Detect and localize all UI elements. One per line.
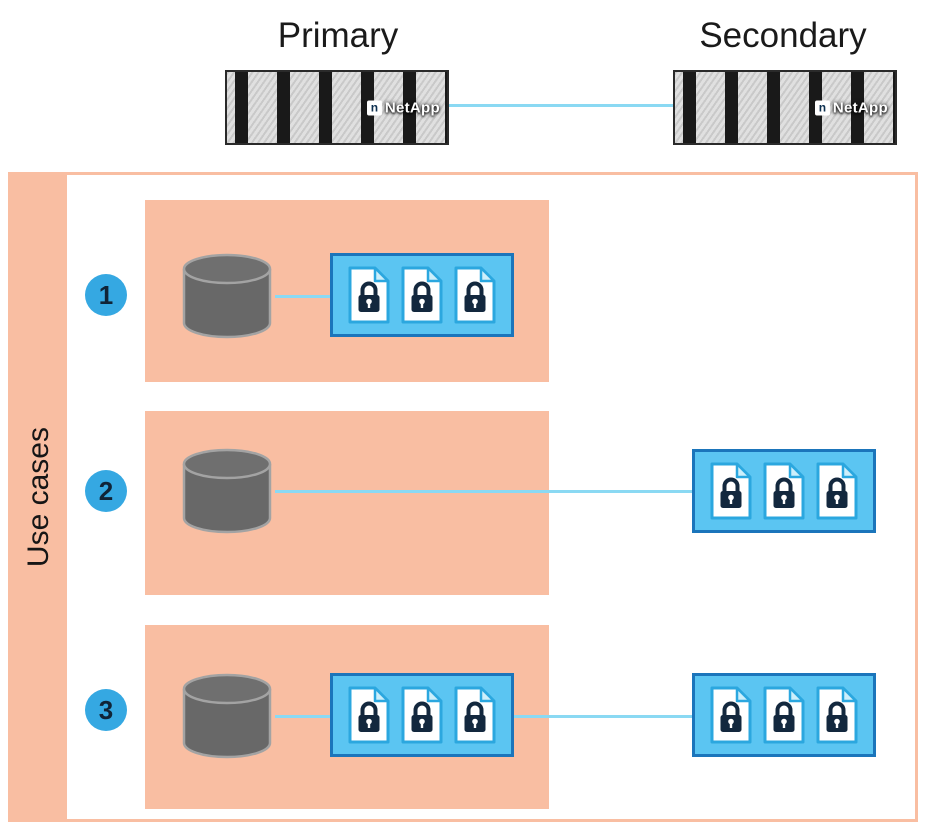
padlock-icon <box>826 477 848 508</box>
locked-file-icon <box>816 462 858 520</box>
locked-file-icon <box>816 686 858 744</box>
locked-files-group-case3-secondary <box>692 673 876 757</box>
locked-file-icon <box>763 462 805 520</box>
netapp-logo: n NetApp <box>814 99 888 116</box>
locked-file-icon <box>454 266 496 324</box>
use-case-2-volume-cylinder-icon <box>179 447 275 535</box>
use-case-3-number: 3 <box>98 694 114 725</box>
locked-file-icon <box>710 686 752 744</box>
locked-file-icon <box>454 686 496 744</box>
padlock-icon <box>358 281 380 312</box>
primary-storage-shelf: n NetApp <box>225 70 449 145</box>
padlock-icon <box>773 477 795 508</box>
use-case-3-number-badge: 3 <box>85 689 127 731</box>
padlock-icon <box>464 701 486 732</box>
padlock-icon <box>411 281 433 312</box>
use-cases-band: Use cases <box>11 175 67 819</box>
use-case-1-number-badge: 1 <box>85 274 127 316</box>
database-cylinder-icon <box>182 448 272 534</box>
locked-files-group-case2-secondary <box>692 449 876 533</box>
padlock-icon <box>720 701 742 732</box>
locked-file-icon <box>401 266 443 324</box>
netapp-logo: n NetApp <box>366 99 440 116</box>
locked-files-group-case3-primary <box>330 673 514 757</box>
netapp-logo-mark-icon: n <box>366 100 382 115</box>
locked-file-icon <box>763 686 805 744</box>
secondary-storage-shelf: n NetApp <box>673 70 897 145</box>
use-case-2-connector-line <box>275 490 694 493</box>
use-case-1-volume-cylinder-icon <box>179 252 275 340</box>
use-case-2-number: 2 <box>98 475 114 506</box>
netapp-logo-text: NetApp <box>384 99 440 116</box>
secondary-label: Secondary <box>699 16 867 55</box>
use-case-3-volume-cylinder-icon <box>179 672 275 760</box>
locked-file-icon <box>348 266 390 324</box>
padlock-icon <box>826 701 848 732</box>
use-case-2-number-badge: 2 <box>85 470 127 512</box>
locked-file-icon <box>710 462 752 520</box>
netapp-logo-text: NetApp <box>832 99 888 116</box>
use-case-3-connector-line-secondary <box>512 715 694 718</box>
padlock-icon <box>358 701 380 732</box>
primary-label: Primary <box>277 16 399 55</box>
use-case-1-number: 1 <box>98 279 114 310</box>
use-case-1-connector-line <box>275 295 332 298</box>
cluster-peering-line <box>449 104 673 107</box>
netapp-logo-mark-icon: n <box>814 100 830 115</box>
locked-file-icon <box>348 686 390 744</box>
padlock-icon <box>411 701 433 732</box>
use-case-3-connector-line-primary <box>275 715 332 718</box>
database-cylinder-icon <box>182 253 272 339</box>
padlock-icon <box>773 701 795 732</box>
locked-file-icon <box>401 686 443 744</box>
padlock-icon <box>464 281 486 312</box>
locked-files-group-case1-primary <box>330 253 514 337</box>
padlock-icon <box>720 477 742 508</box>
database-cylinder-icon <box>182 673 272 759</box>
use-cases-label: Use cases <box>22 426 55 568</box>
